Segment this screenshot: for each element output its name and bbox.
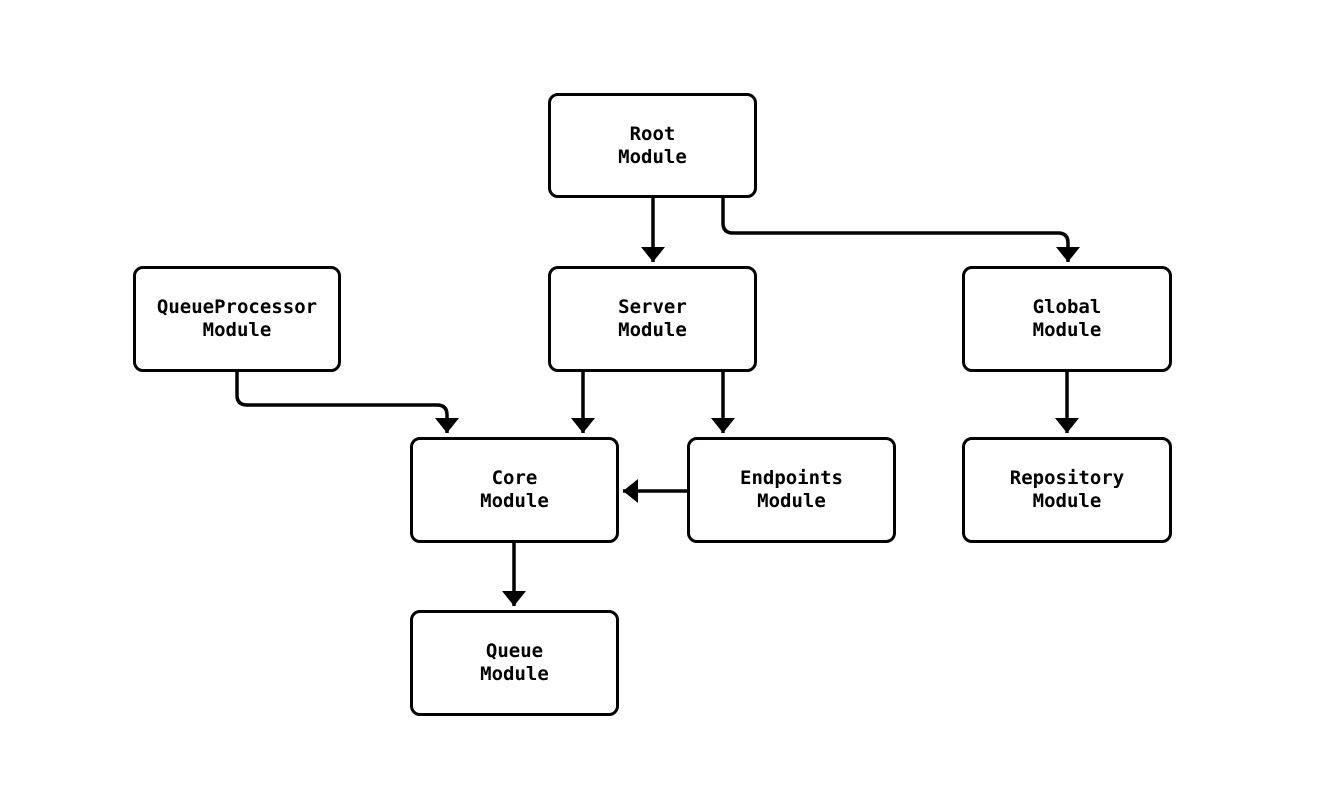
node-core-module: Core Module xyxy=(410,437,619,543)
edge-root-to-global xyxy=(721,198,1080,262)
node-queueprocessor-module: QueueProcessor Module xyxy=(133,266,341,372)
node-endpoints-module: Endpoints Module xyxy=(687,437,896,543)
node-queue-module: Queue Module xyxy=(410,610,619,716)
node-server-module: Server Module xyxy=(548,266,757,372)
edge-queueprocessor-to-core xyxy=(235,372,459,433)
node-global-module: Global Module xyxy=(962,266,1172,372)
node-repository-module: Repository Module xyxy=(962,437,1172,543)
node-root-module: Root Module xyxy=(548,93,757,198)
